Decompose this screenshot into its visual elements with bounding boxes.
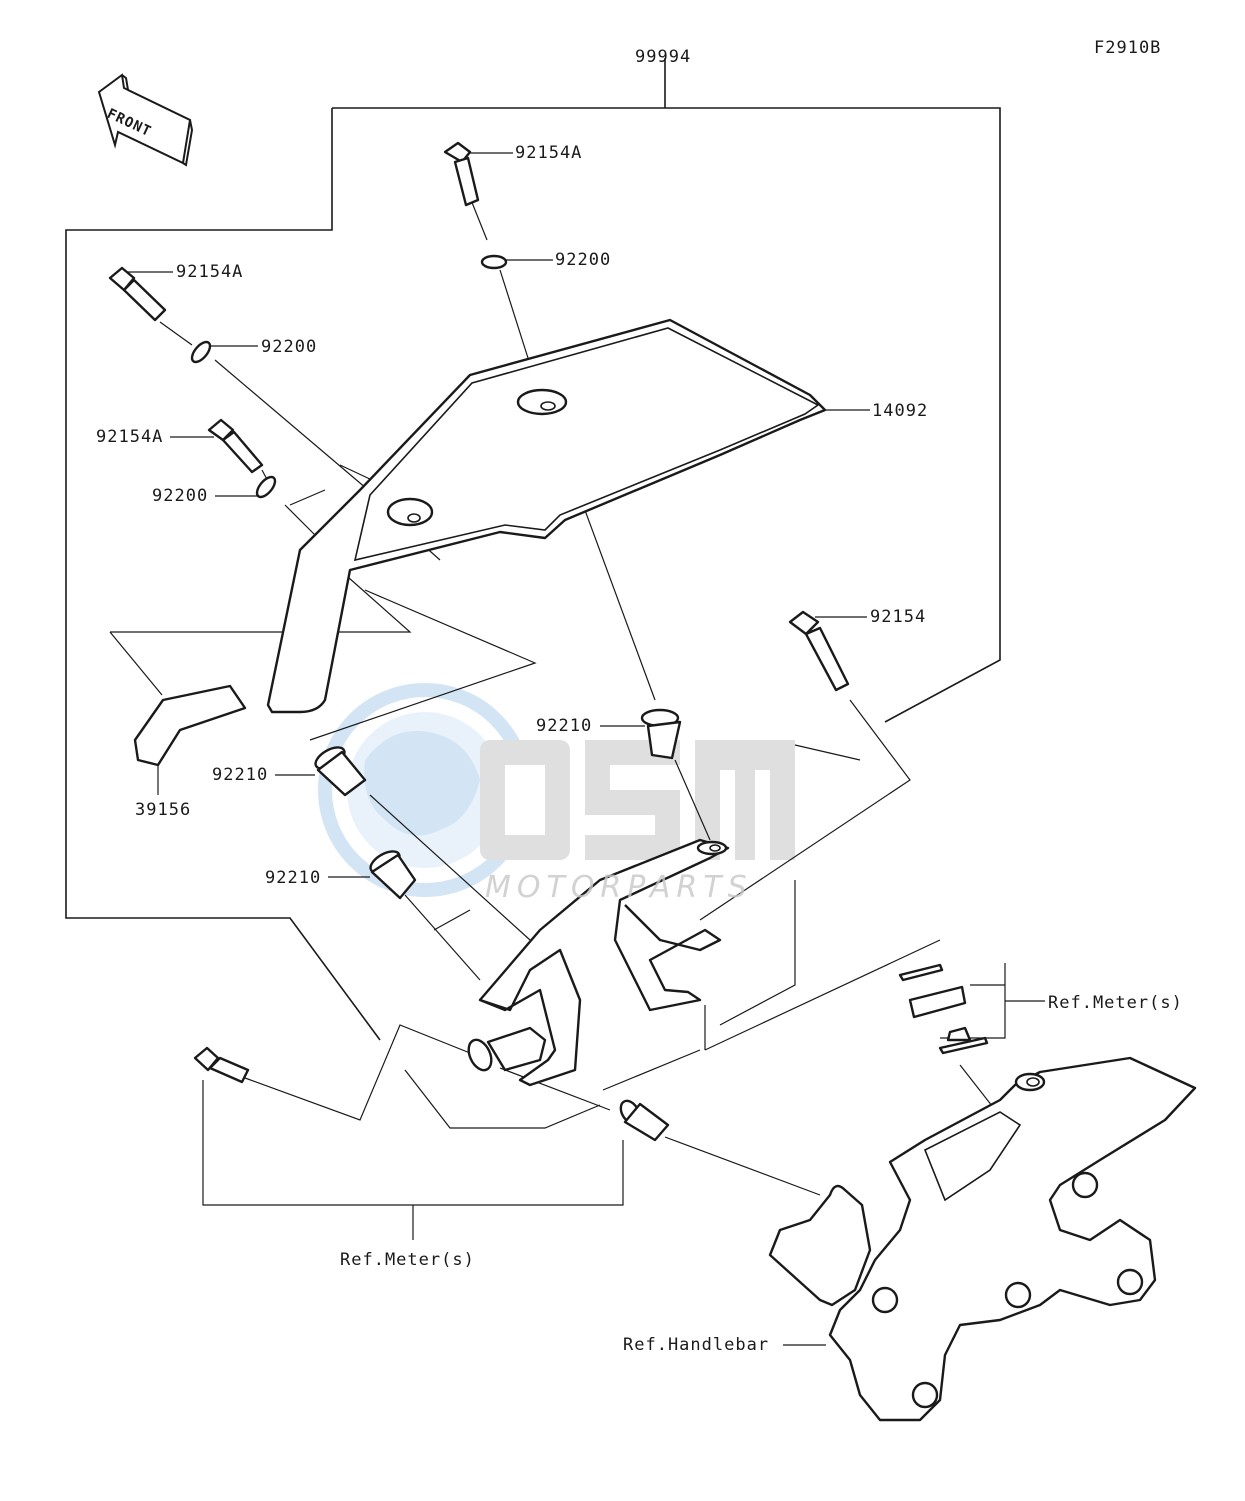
collar-left-lower-part (369, 850, 417, 900)
handlebar-bracket-part (768, 1056, 1197, 1422)
collar-bottom-part (619, 1099, 670, 1142)
bracket-part (467, 838, 730, 1087)
cover-part (133, 684, 247, 767)
front-arrow-icon (97, 73, 194, 167)
windshield-part (266, 318, 827, 714)
washer-left-mid-part (255, 475, 277, 499)
washer-top-part (480, 254, 508, 270)
callout-92200-left-mid: 92200 (152, 486, 209, 506)
collar-right-part (640, 708, 682, 760)
bolt-left-upper-part (108, 266, 167, 322)
assembly-lines (109, 189, 1051, 1196)
collar-left-upper-part (314, 746, 367, 797)
watermark-sub-text: MOTORPARTS (485, 870, 753, 905)
meter-rubber-parts (898, 963, 989, 1055)
callout-92154: 92154 (870, 607, 927, 627)
kit-outline (65, 58, 1001, 1041)
diagram-code: F2910B (1094, 38, 1162, 58)
callout-92154a-left-mid: 92154A (96, 427, 164, 447)
callout-ref-meter-right: Ref.Meter(s) (1048, 993, 1183, 1013)
bolt-right-part (788, 610, 850, 692)
callout-92200-left-upper: 92200 (261, 337, 318, 357)
callout-92154a-top: 92154A (515, 143, 583, 163)
callout-ref-handlebar: Ref.Handlebar (623, 1335, 770, 1355)
bolt-bottom-part (193, 1046, 250, 1084)
callout-99994: 99994 (635, 47, 692, 67)
washer-left-upper-part (190, 340, 212, 364)
callout-39156: 39156 (135, 800, 192, 820)
callout-92200-top: 92200 (555, 250, 612, 270)
callout-92154a-left-upper: 92154A (176, 262, 244, 282)
callout-92210-left-upper: 92210 (212, 765, 269, 785)
callout-92210-right: 92210 (536, 716, 593, 736)
bolt-top-part (443, 141, 480, 207)
callout-ref-meter-bottom: Ref.Meter(s) (340, 1250, 475, 1270)
bolt-left-mid-part (207, 418, 264, 474)
callout-92210-left-lower: 92210 (265, 868, 322, 888)
watermark-logo (318, 683, 795, 897)
callout-14092: 14092 (872, 401, 929, 421)
